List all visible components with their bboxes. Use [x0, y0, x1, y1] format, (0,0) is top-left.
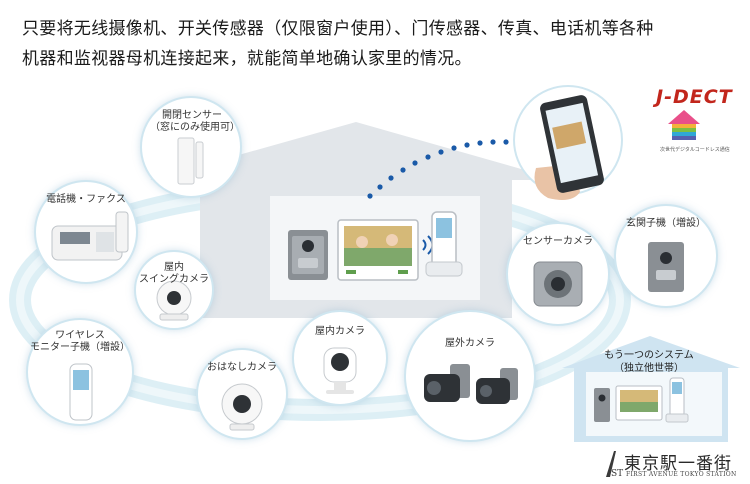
outdoor-camera-label: 屋外カメラ [445, 338, 495, 349]
sub-monitor [615, 385, 663, 421]
swing-camera-label-2: スイングカメラ [139, 274, 209, 285]
other-system-line-1: もう一つのシステム [604, 350, 694, 361]
outdoor-camera-icon [424, 364, 518, 404]
monitor-handset-circle [26, 318, 134, 426]
watermark-1st-logo: ST [606, 451, 623, 479]
fax-label: 電話機・ファクス [46, 194, 126, 205]
monitor-handset-icon [69, 363, 93, 421]
monitor-handset-label-2: モニター子機（増設） [30, 342, 130, 353]
sub-door-station [594, 388, 610, 422]
watermark: ST 東京駅一番街 FIRST AVENUE TOKYO STATION [600, 447, 748, 481]
jdect-badge-icon [668, 110, 700, 140]
svg-text:ST: ST [611, 469, 623, 479]
indoor-camera-label: 屋内カメラ [315, 326, 365, 337]
sensor-camera-icon [533, 261, 583, 307]
sensor-camera-label: センサーカメラ [523, 236, 593, 247]
sub-handset [665, 377, 689, 423]
fax-phone-icon [51, 211, 129, 261]
watermark-subtitle: FIRST AVENUE TOKYO STATION [626, 471, 737, 478]
window-sensor-label-2: （窓にのみ使用可） [150, 122, 240, 133]
monitor-handset-label: ワイヤレス モニター子機（増設） [30, 330, 130, 354]
intro-line-2: 机器和监视器母机连接起来，就能简单地确认家里的情况。 [22, 49, 472, 69]
window-sensor-label: 開閉センサー （窓にのみ使用可） [150, 110, 240, 134]
swing-camera-label-1: 屋内 [164, 262, 184, 273]
talk-camera-circle [196, 348, 288, 440]
swing-camera-label: 屋内 スイングカメラ [134, 262, 214, 286]
window-sensor-circle [140, 96, 242, 198]
fax-circle [34, 180, 138, 284]
swing-camera-circle [134, 250, 214, 330]
other-system-line-2: （独立他世帯） [614, 363, 684, 374]
door-station-circle [614, 204, 718, 308]
smartphone-in-hand [513, 85, 623, 200]
swing-camera-icon [156, 280, 192, 321]
door-station-main [288, 230, 328, 280]
main-monitor [337, 219, 419, 281]
jdect-logo: J-DECT [656, 86, 733, 108]
window-sensor-icon [177, 137, 204, 185]
handset-on-charger [425, 211, 463, 277]
window-sensor-label-1: 開閉センサー [162, 110, 222, 121]
door-station-label: 玄関子機（増設） [626, 218, 706, 229]
sensor-camera-circle [506, 222, 610, 326]
door-station-icon [648, 242, 684, 292]
monitor-handset-label-1: ワイヤレス [55, 330, 105, 341]
outdoor-camera-circle [404, 310, 536, 442]
wireless-dots [367, 139, 522, 199]
indoor-camera-circle [292, 310, 388, 406]
watermark-name: 東京駅一番街 [624, 454, 732, 474]
other-system-title: もう一つのシステム （独立他世帯） [574, 349, 724, 375]
intro-text: 只要将无线摄像机、开关传感器（仅限窗户使用）、门传感器、传真、电话机等各种 机器… [22, 14, 742, 74]
jdect-subtitle: 次世代デジタルコードレス通信 [660, 147, 730, 153]
indoor-camera-icon [323, 347, 357, 394]
talk-camera-icon [221, 383, 263, 431]
talk-camera-label: おはなしカメラ [207, 362, 277, 373]
intro-line-1: 只要将无线摄像机、开关传感器（仅限窗户使用）、门传感器、传真、电话机等各种 [22, 19, 654, 39]
